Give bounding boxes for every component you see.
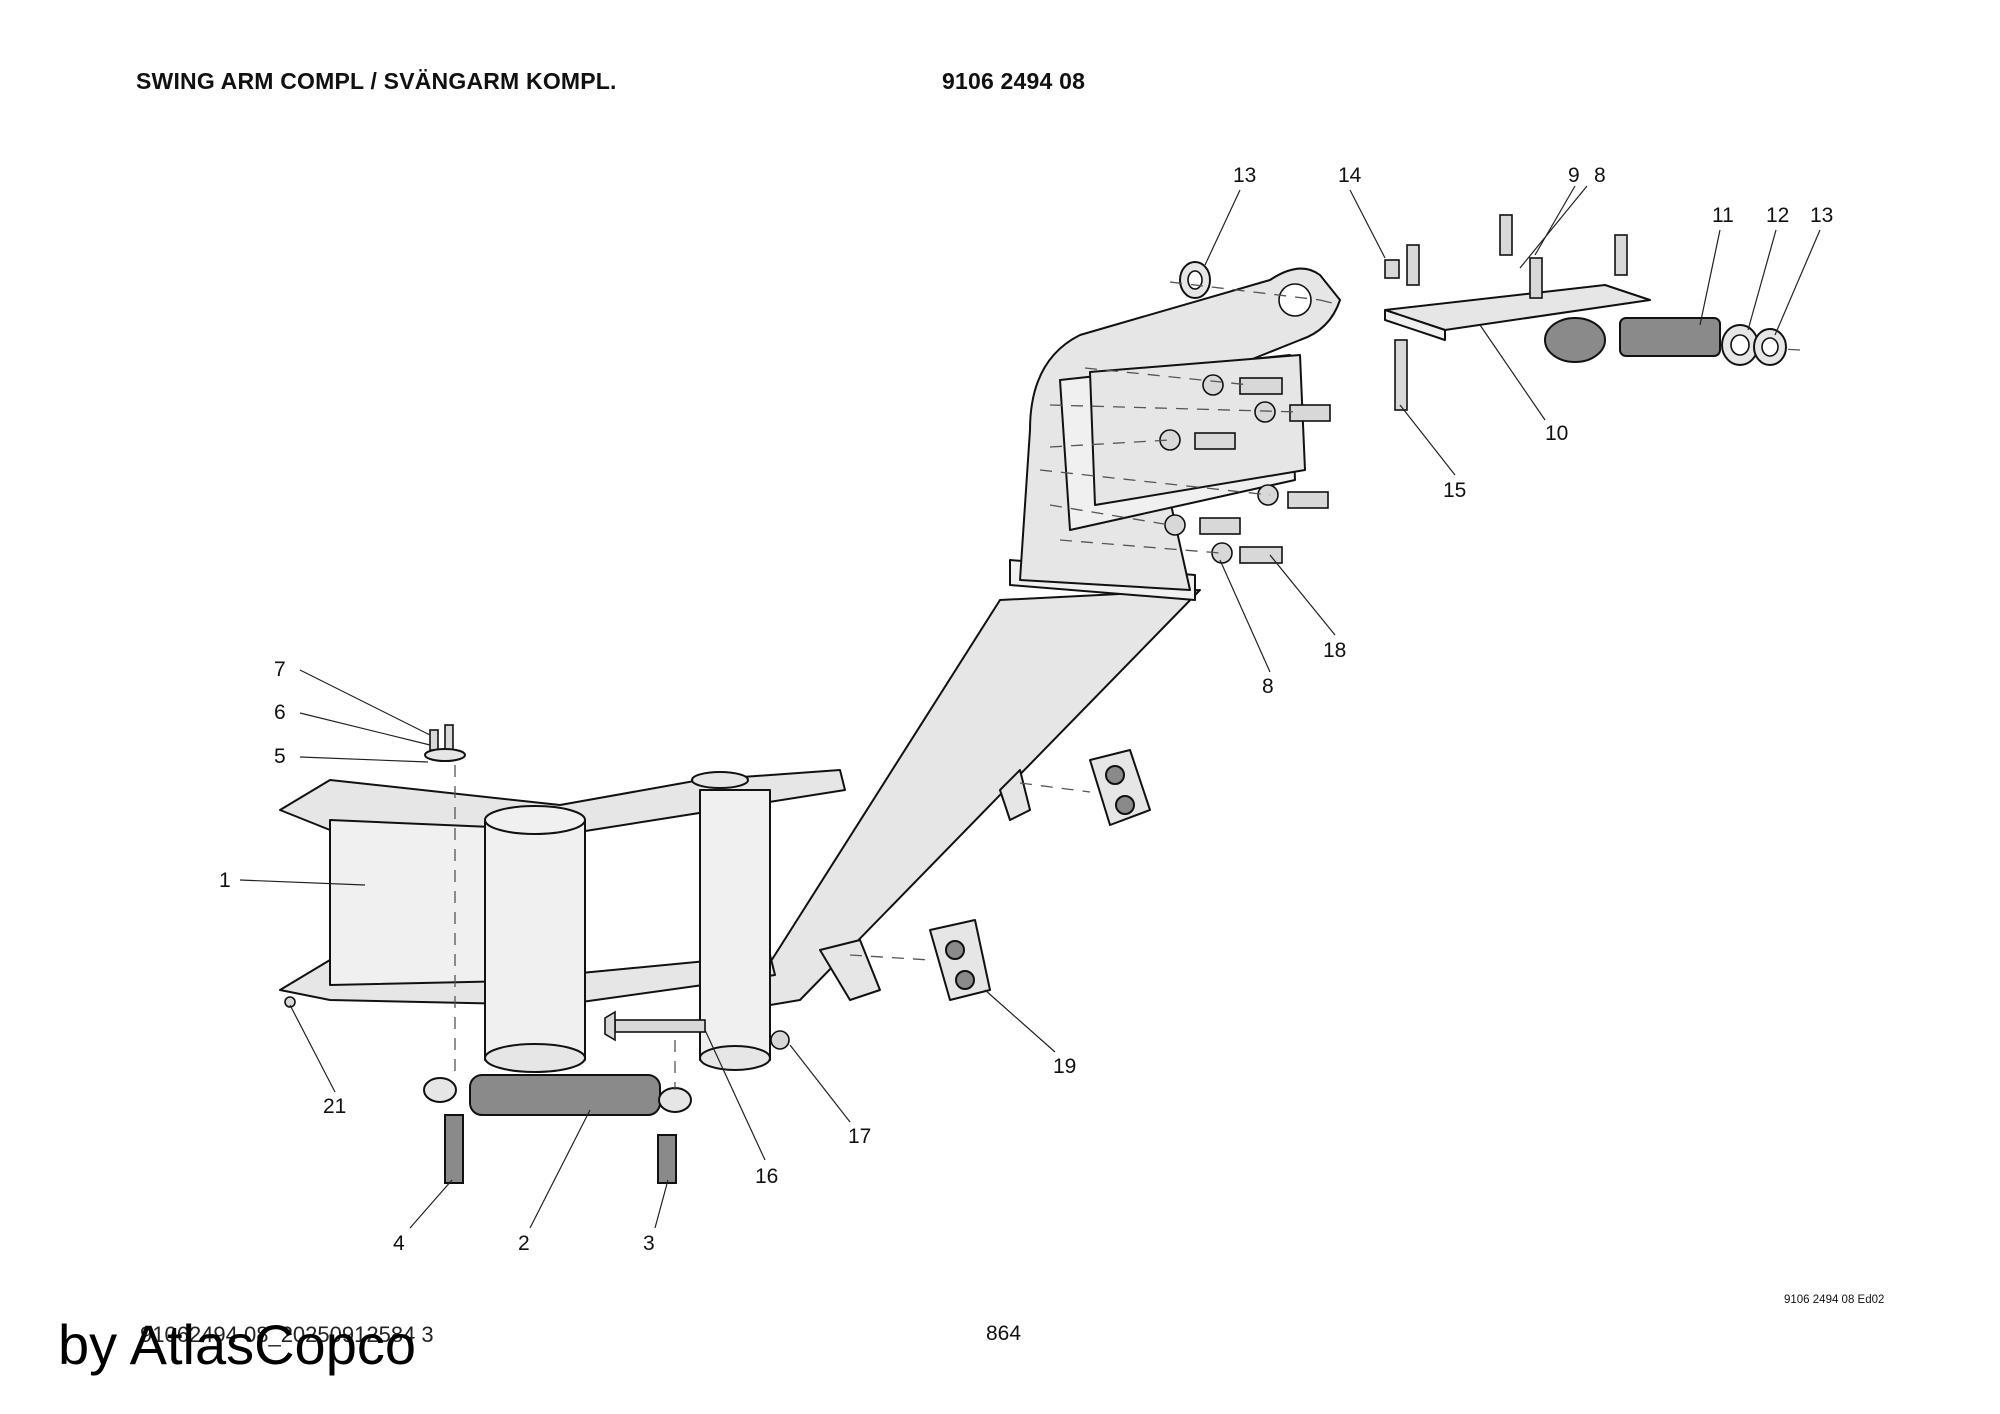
top-left-hardware (284, 724, 466, 1008)
file-id: 91062494 08_20250912584 3 (140, 1322, 434, 1347)
callout-13-top: 13 (1233, 164, 1256, 187)
callout-2: 2 (518, 1232, 530, 1255)
callout-5: 5 (274, 745, 286, 768)
callout-8-lower: 8 (1262, 675, 1274, 698)
callout-13-right: 13 (1810, 204, 1833, 227)
callout-21: 21 (323, 1095, 346, 1118)
callout-11: 11 (1712, 204, 1734, 227)
callout-4: 4 (393, 1232, 405, 1255)
callout-6: 6 (274, 701, 286, 724)
swing-arm-frame (279, 267, 1341, 1073)
drawing-reference: 9106 2494 08 Ed02 (1784, 1294, 1885, 1306)
callout-1: 1 (219, 869, 231, 892)
callout-7: 7 (274, 658, 286, 681)
assembly-lines (454, 281, 1801, 1090)
callout-14: 14 (1338, 164, 1362, 187)
watermark: by AtlasCopco (58, 1313, 416, 1376)
hydraulic-cylinder (423, 1010, 790, 1184)
callout-10: 10 (1545, 422, 1568, 445)
callout-19: 19 (1053, 1055, 1076, 1078)
callout-17: 17 (848, 1125, 871, 1148)
hose-clamps (929, 749, 1151, 1001)
callout-numbers: 13 14 9 8 11 12 13 10 15 18 8 7 6 5 1 21… (219, 164, 1833, 1255)
callout-12: 12 (1766, 204, 1789, 227)
diagram-title: SWING ARM COMPL / SVÄNGARM KOMPL. (136, 68, 617, 94)
leader-lines (239, 185, 1821, 1229)
flange-bolts (1159, 374, 1331, 564)
callout-8-top: 8 (1594, 164, 1606, 187)
page-number: 864 (986, 1322, 1022, 1345)
callout-18: 18 (1323, 639, 1346, 662)
callout-9: 9 (1568, 164, 1580, 187)
part-number: 9106 2494 08 (942, 68, 1086, 94)
callout-16: 16 (755, 1165, 778, 1188)
callout-3: 3 (643, 1232, 655, 1255)
callout-15: 15 (1443, 479, 1466, 502)
pivot-bracket-assembly (1179, 214, 1787, 411)
